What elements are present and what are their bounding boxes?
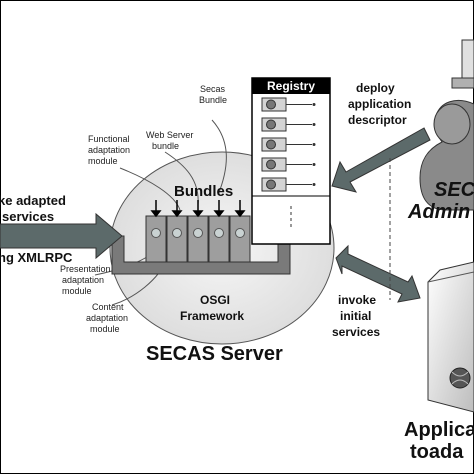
bundle-module-5 xyxy=(229,215,251,263)
presentation-label-3: module xyxy=(62,286,92,296)
invoke-initial-label-2: initial xyxy=(340,309,371,323)
deploy-arrow xyxy=(331,127,431,193)
bundle-dot-2 xyxy=(172,228,182,238)
registry-panel: Registry xyxy=(251,77,331,245)
functional-label-1: Functional xyxy=(88,134,130,144)
bundles-label: Bundles xyxy=(174,183,233,200)
secas-bundle-leader xyxy=(211,119,227,196)
deploy-label-2: application xyxy=(348,97,411,111)
osgi-label-1: OSGI xyxy=(200,293,230,307)
bundle-module-3 xyxy=(187,215,209,263)
bundle-dot-1 xyxy=(151,228,161,238)
bundle-module-4 xyxy=(208,215,230,263)
functional-label-2: adaptation xyxy=(88,145,130,155)
bundle-dot-4 xyxy=(214,228,224,238)
bundle-modules xyxy=(145,215,251,263)
secas-bundle-label-2: Bundle xyxy=(199,95,227,105)
application-label-2: toada xyxy=(410,441,464,463)
left-invoke-label-2: services xyxy=(2,209,54,224)
admin-label-1: SEC xyxy=(434,179,474,201)
left-invoke-arrow xyxy=(0,212,123,260)
content-label-1: Content xyxy=(92,302,124,312)
content-label-3: module xyxy=(90,324,120,334)
presentation-label-2: adaptation xyxy=(62,275,104,285)
left-xmlrpc-label: ng XMLRPC xyxy=(0,250,73,265)
osgi-label-2: Framework xyxy=(180,309,244,323)
registry-title: Registry xyxy=(267,79,315,93)
registry-header xyxy=(252,78,330,94)
deploy-label-3: descriptor xyxy=(348,113,407,127)
deploy-label-1: deploy xyxy=(356,81,395,95)
functional-leader xyxy=(119,167,181,211)
presentation-label-1: Presentation xyxy=(60,264,111,274)
admin-person-icon xyxy=(419,39,474,211)
invoke-initial-arrow xyxy=(335,244,421,303)
invoke-initial-label-3: services xyxy=(332,325,380,339)
bundle-dot-5 xyxy=(235,228,245,238)
bundle-module-1 xyxy=(145,215,167,263)
functional-label-3: module xyxy=(88,156,118,166)
content-label-2: adaptation xyxy=(86,313,128,323)
admin-label-2: Admin xyxy=(407,201,470,223)
left-invoke-label-1: ke adapted xyxy=(0,193,66,208)
web-server-label-2: bundle xyxy=(152,141,179,151)
bundle-module-2 xyxy=(166,215,188,263)
server-caption: SECAS Server xyxy=(146,343,283,365)
secas-bundle-label-1: Secas xyxy=(200,84,226,94)
invoke-initial-label-1: invoke xyxy=(338,293,376,307)
application-server-icon xyxy=(427,261,474,413)
web-server-label-1: Web Server xyxy=(146,130,193,140)
web-server-leader xyxy=(164,151,199,206)
application-label-1: Applica xyxy=(404,419,474,441)
bundle-arrows xyxy=(150,200,246,218)
bundle-dot-3 xyxy=(193,228,203,238)
